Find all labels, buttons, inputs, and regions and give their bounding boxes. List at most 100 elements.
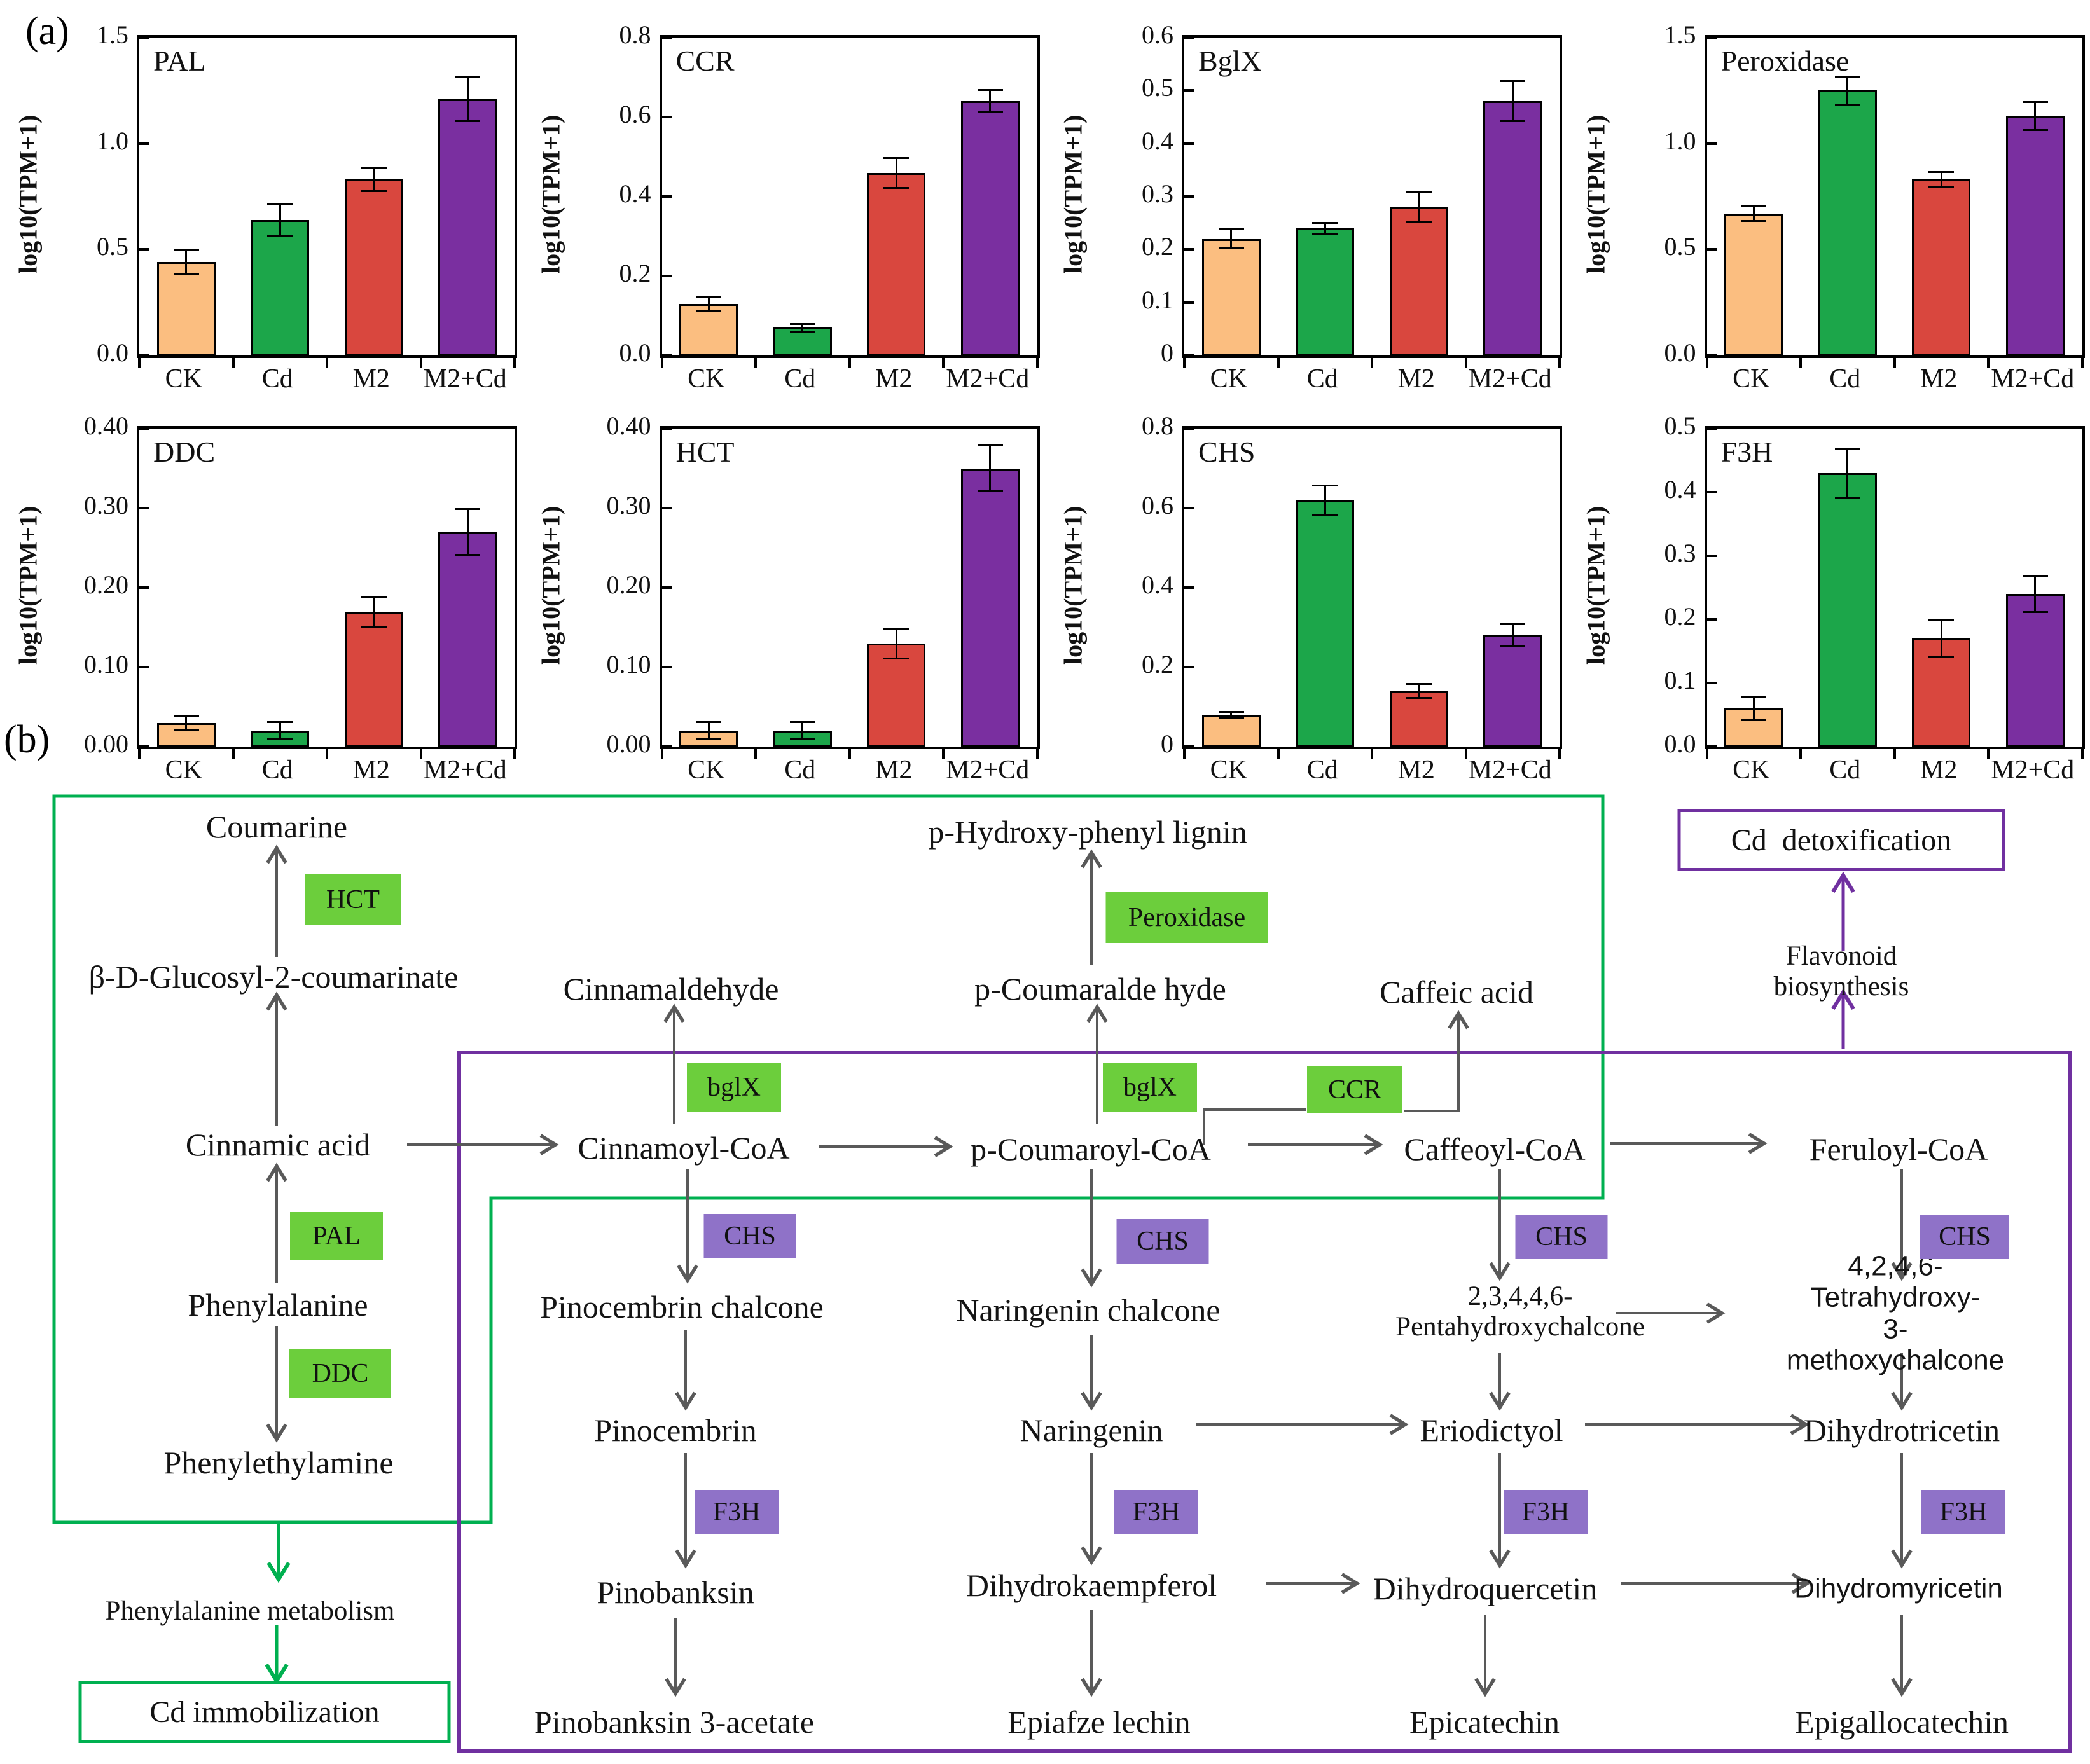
x-tick-mark: [660, 358, 663, 368]
error-bar-cap: [267, 738, 293, 740]
x-tick-label: CK: [688, 755, 725, 785]
y-tick-mark: [661, 116, 672, 118]
error-bar: [1511, 623, 1514, 647]
bar-Cd: [1296, 228, 1355, 355]
error-bar-cap: [455, 508, 481, 510]
bar-M2: [1912, 179, 1971, 355]
error-bar-cap: [1500, 623, 1526, 626]
chart-title: PAL: [153, 45, 206, 77]
x-tick-label: M2+Cd: [946, 755, 1030, 785]
y-tick-label: 0.4: [1142, 126, 1173, 155]
y-tick-mark: [1706, 354, 1717, 357]
y-tick-mark: [139, 427, 149, 430]
x-tick-mark: [1183, 749, 1186, 759]
x-tick-label: CK: [1210, 755, 1247, 785]
x-tick-label: Cd: [1306, 364, 1338, 394]
bar-Cd: [1818, 90, 1877, 355]
y-tick-label: 1.5: [1664, 20, 1696, 49]
x-tick-mark: [1705, 358, 1708, 368]
error-bar-cap: [883, 186, 910, 189]
error-bar-cap: [2022, 611, 2048, 613]
y-tick-label: 1.0: [97, 126, 128, 155]
y-tick-label: 0.0: [619, 338, 651, 367]
enzyme-chs4: CHS: [1920, 1215, 2009, 1259]
error-bar-cap: [1312, 514, 1338, 516]
x-tick-mark: [848, 358, 851, 368]
bar-M2+Cd: [960, 468, 1020, 747]
bar-CK: [679, 303, 738, 355]
y-tick-mark: [1706, 427, 1717, 430]
y-tick-mark: [1184, 36, 1194, 39]
enzyme-f3h2: F3H: [1114, 1490, 1198, 1534]
error-bar-cap: [1218, 710, 1244, 713]
error-bar-cap: [1834, 497, 1860, 499]
y-tick-label: 0: [1161, 729, 1173, 758]
x-tick-label: M2: [352, 755, 390, 785]
chart-title: CCR: [675, 45, 735, 77]
error-bar-cap: [1500, 120, 1526, 123]
x-tick-mark: [513, 358, 516, 368]
error-bar: [1324, 484, 1326, 516]
node-phenylalanine-metabolism: Phenylalanine metabolism: [105, 1595, 395, 1626]
y-tick-label: 0.4: [1664, 475, 1696, 504]
y-tick-label: 0: [1161, 338, 1173, 367]
x-tick-mark: [419, 749, 422, 759]
y-tick-label: 0.4: [619, 179, 651, 208]
chart-title: DDC: [153, 436, 216, 468]
x-tick-mark: [1893, 749, 1896, 759]
error-bar-cap: [883, 627, 910, 630]
error-bar: [1940, 619, 1942, 658]
bar-M2+Cd: [1483, 635, 1542, 747]
x-tick-mark: [942, 749, 945, 759]
error-bar-cap: [883, 657, 910, 659]
x-tick-mark: [2080, 358, 2084, 368]
enzyme-bglx1: bglX: [687, 1063, 781, 1112]
y-tick-label: 0.0: [97, 338, 128, 367]
node-phenylethylamine: Phenylethylamine: [163, 1445, 394, 1480]
panel-b-label: (b): [4, 718, 50, 761]
x-tick-mark: [1987, 749, 1990, 759]
error-bar: [185, 249, 188, 275]
error-bar: [373, 167, 375, 193]
y-tick-label: 0.30: [606, 491, 651, 520]
y-tick-mark: [1184, 507, 1194, 509]
y-tick-mark: [139, 507, 149, 509]
error-bar: [1230, 228, 1233, 250]
x-tick-mark: [232, 358, 235, 368]
error-bar: [1230, 710, 1233, 719]
x-tick-label: Cd: [1306, 755, 1338, 785]
y-tick-label: 0.40: [84, 411, 128, 440]
error-bar: [2034, 101, 2037, 131]
y-tick-mark: [1184, 745, 1194, 748]
error-bar: [373, 595, 375, 628]
error-bar-cap: [789, 322, 815, 325]
enzyme-ccr: CCR: [1307, 1066, 1402, 1113]
chart-title: BglX: [1198, 45, 1262, 77]
bar-M2+Cd: [2005, 594, 2065, 747]
error-bar: [1846, 76, 1849, 106]
x-tick-label: Cd: [1829, 755, 1861, 785]
error-bar-cap: [789, 738, 815, 740]
y-tick-mark: [1184, 248, 1194, 251]
x-tick-mark: [326, 358, 328, 368]
y-tick-label: 0.1: [1142, 285, 1173, 314]
y-tick-mark: [139, 354, 149, 357]
y-tick-label: 0.0: [1664, 338, 1696, 367]
node-dihydrokaempferol: Dihydrokaempferol: [965, 1568, 1217, 1603]
y-tick-mark: [139, 745, 149, 748]
y-tick-mark: [1184, 666, 1194, 668]
x-tick-mark: [942, 358, 945, 368]
x-tick-label: CK: [165, 755, 202, 785]
outcome-cd-immobilization: Cd immobilization: [78, 1681, 451, 1743]
node-dihydrotricetin: Dihydrotricetin: [1803, 1412, 2000, 1448]
error-bar-cap: [267, 721, 293, 723]
y-tick-mark: [139, 248, 149, 251]
y-tick-label: 0.5: [1142, 73, 1173, 102]
bar-CK: [1724, 213, 1783, 355]
error-bar: [1846, 448, 1849, 499]
error-bar-cap: [1406, 191, 1432, 193]
error-bar-cap: [1741, 220, 1767, 222]
error-bar-cap: [789, 721, 815, 723]
error-bar: [466, 508, 469, 556]
